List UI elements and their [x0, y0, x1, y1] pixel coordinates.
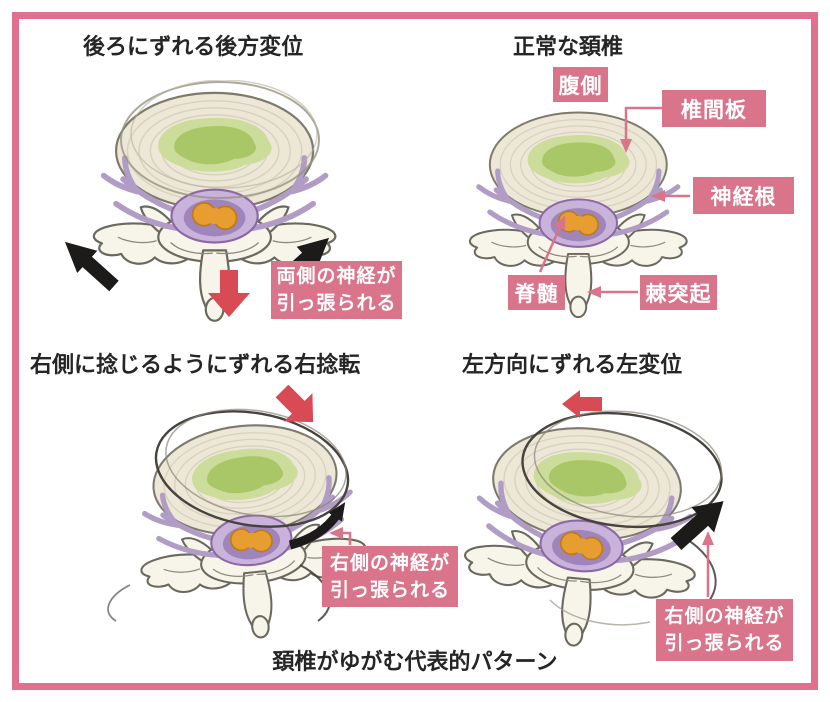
- callout-both-nerves-pulled: 両側の神経が 引っ張られる: [271, 261, 402, 319]
- down-arrow-icon: [208, 270, 250, 317]
- callout-line: 引っ張られる: [276, 293, 397, 314]
- vertebra-illustration-left-displacement: [430, 390, 724, 650]
- title-left-displacement: 左方向にずれる左変位: [462, 352, 683, 377]
- left-arrow-icon: [562, 390, 602, 418]
- down-right-arrow-icon: [275, 385, 314, 423]
- callout-line: 引っ張られる: [329, 579, 450, 601]
- label-spinal-cord: 脊髄: [508, 275, 565, 310]
- label-spinous-process: 棘突起: [640, 275, 717, 310]
- label-ventral: 腹側: [553, 67, 608, 102]
- bottom-caption: 頚椎がゆがむ代表的パターン: [272, 649, 558, 674]
- callout-right-nerve-pulled-bl: 右側の神経が 引っ張られる: [322, 546, 458, 607]
- ghost-outline: [521, 411, 723, 529]
- title-right-torsion: 右側に捻じるようにずれる右捻転: [30, 352, 361, 377]
- label-intervertebral-disc: 椎間板: [662, 90, 766, 127]
- up-right-arrow-icon: [670, 501, 724, 550]
- ghost-outline: [120, 81, 320, 199]
- callout-line: 両側の神経が: [276, 266, 397, 287]
- up-left-arrow-icon: [64, 241, 119, 292]
- callout-line: 右側の神経が: [664, 606, 785, 627]
- title-normal-cervical: 正常な頚椎: [513, 34, 624, 59]
- vertebra-illustration-right-torsion: [107, 385, 410, 640]
- label-nerve-root: 神経根: [693, 177, 794, 214]
- ghost-outline: [154, 410, 350, 528]
- callout-right-nerve-pulled-br: 右側の神経が 引っ張られる: [656, 599, 793, 661]
- title-posterior-displacement: 後ろにずれる後方変位: [83, 34, 304, 59]
- callout-line: 引っ張られる: [664, 633, 785, 654]
- callout-line: 右側の神経が: [329, 552, 450, 574]
- curved-up-arrow-icon: [288, 502, 346, 550]
